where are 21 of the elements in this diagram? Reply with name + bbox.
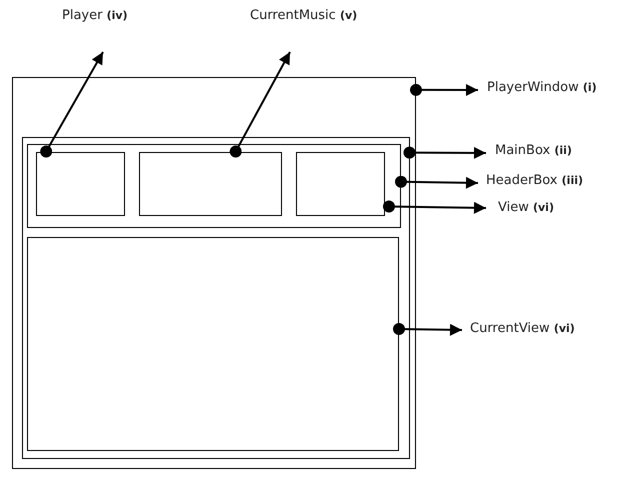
leader-arrow [393,323,462,336]
leader-arrow [395,176,478,189]
layout-panel [22,136,410,458]
leader-arrow [40,52,104,158]
callout-label: MainBox (ii) [495,143,572,158]
leader-arrow [230,52,291,158]
leader-arrow [410,84,478,96]
leader-arrow [404,146,486,159]
layout-panel [27,144,401,228]
layout-panel [138,152,282,216]
layout-panel [296,152,384,216]
callout-label: HeaderBox (iii) [486,173,584,188]
callout-label: View (vi) [498,200,554,215]
layout-panel [12,77,416,469]
layout-panel [27,237,399,451]
callout-label: CurrentView (vi) [470,321,575,336]
leader-arrow [382,200,486,214]
callout-label: CurrentMusic (v) [250,8,358,23]
layout-panel [36,152,124,216]
callout-label: Player (iv) [62,8,128,23]
callout-label: PlayerWindow (i) [487,80,597,95]
